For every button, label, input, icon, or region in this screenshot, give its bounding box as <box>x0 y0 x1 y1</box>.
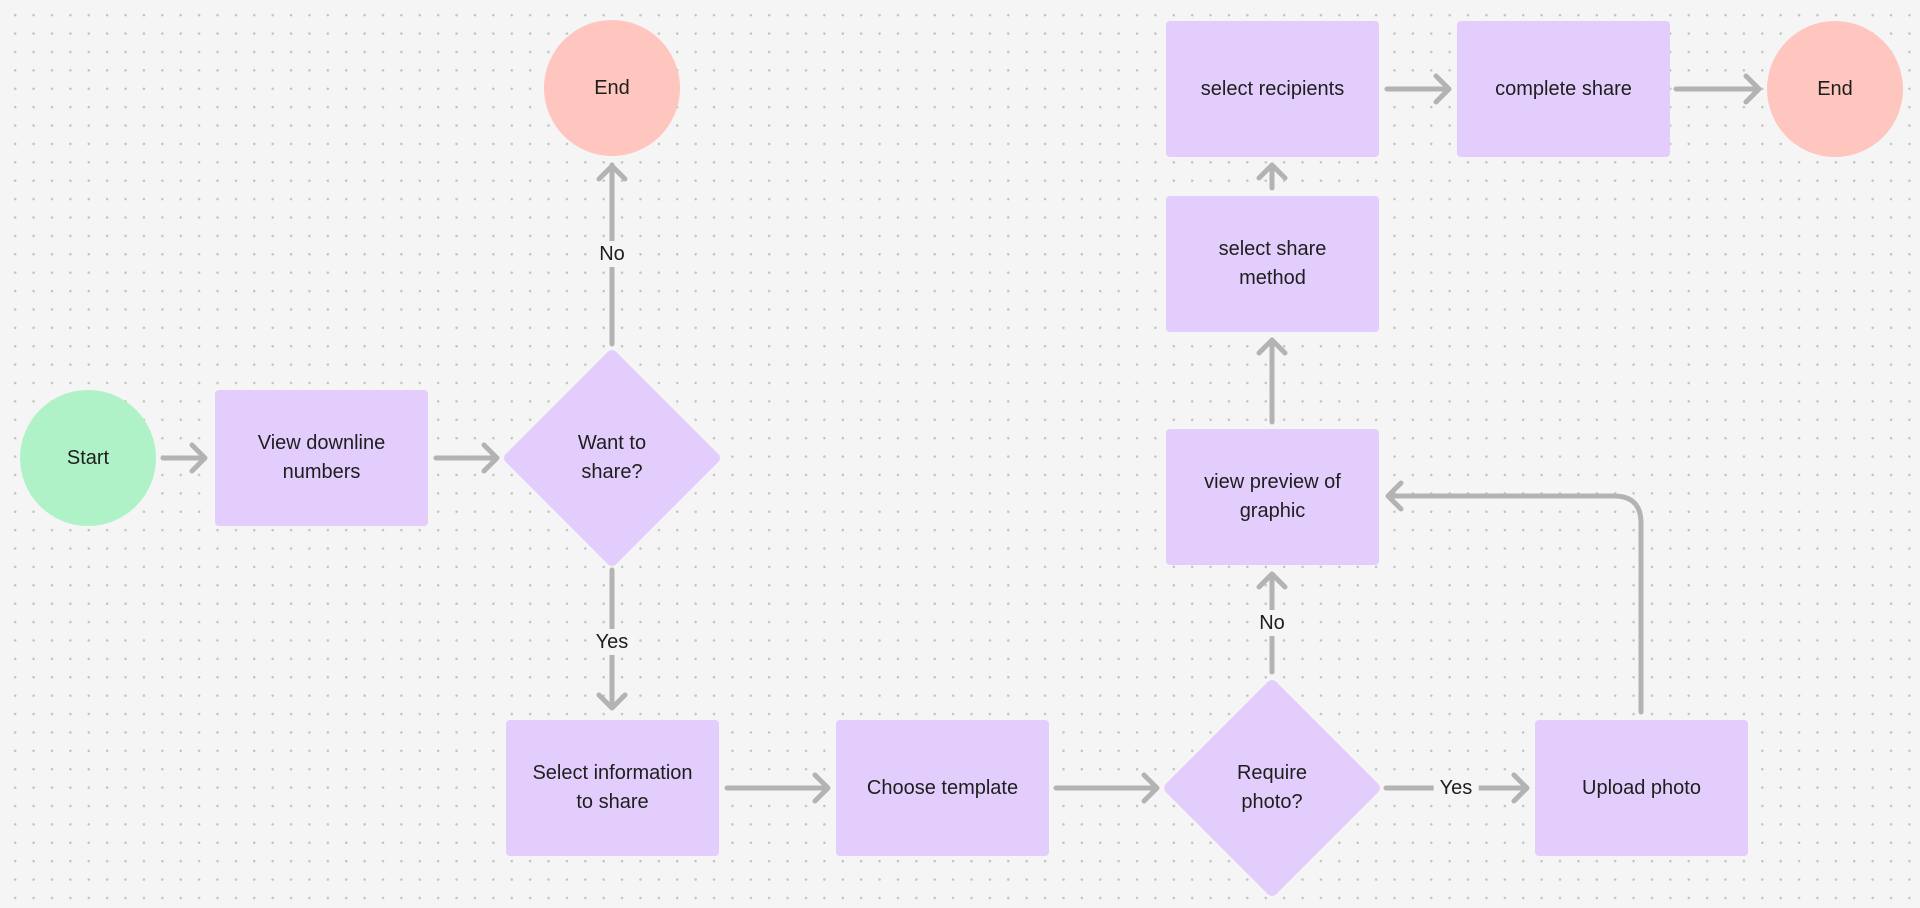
select-share-method-label: select share method <box>1218 238 1327 289</box>
view-preview-node[interactable]: view preview of graphic <box>1166 429 1379 565</box>
upload-photo-node[interactable]: Upload photo <box>1535 720 1748 856</box>
end-node-top[interactable]: End <box>544 20 680 156</box>
start-node[interactable]: Start <box>20 390 156 526</box>
end-node-top-label: End <box>594 76 630 99</box>
view-downline-label: View downline numbers <box>257 432 386 483</box>
edge-label-want-no: No <box>593 241 631 267</box>
connector-recipients-to-complete <box>1384 73 1452 105</box>
require-photo-decision[interactable]: Require photo? <box>1161 677 1383 899</box>
complete-share-label: complete share <box>1495 77 1632 100</box>
end-node-right-label: End <box>1817 77 1853 100</box>
view-preview-label: view preview of graphic <box>1204 471 1341 522</box>
connector-preview-to-share-method <box>1256 337 1288 425</box>
end-node-right[interactable]: End <box>1767 21 1903 157</box>
upload-photo-label: Upload photo <box>1582 776 1701 799</box>
complete-share-node[interactable]: complete share <box>1457 21 1670 157</box>
connector-template-to-require-photo <box>1053 772 1160 804</box>
select-share-method-node[interactable]: select share method <box>1166 196 1379 332</box>
connector-share-method-to-recipients <box>1256 162 1288 191</box>
choose-template-label: Choose template <box>866 776 1019 799</box>
want-to-share-label: Want to share? <box>577 432 647 483</box>
view-downline-node[interactable]: View downline numbers <box>215 390 428 526</box>
connector-complete-to-end-right <box>1673 73 1762 105</box>
edge-label-photo-no: No <box>1253 610 1291 636</box>
connector-start-to-view-downline <box>160 442 208 474</box>
connector-view-downline-to-decision <box>433 442 500 474</box>
require-photo-label: Require photo? <box>1236 762 1308 813</box>
start-node-label: Start <box>66 446 110 469</box>
select-information-node[interactable]: Select information to share <box>506 720 719 856</box>
select-recipients-label: select recipients <box>1200 77 1345 100</box>
select-information-label: Select information to share <box>532 762 693 813</box>
connector-select-to-template <box>724 772 831 804</box>
choose-template-node[interactable]: Choose template <box>836 720 1049 856</box>
connector-upload-to-preview <box>1385 480 1644 715</box>
edge-label-want-yes: Yes <box>589 629 635 655</box>
select-recipients-node[interactable]: select recipients <box>1166 21 1379 157</box>
edge-label-photo-yes: Yes <box>1433 775 1479 801</box>
want-to-share-decision[interactable]: Want to share? <box>501 347 723 569</box>
